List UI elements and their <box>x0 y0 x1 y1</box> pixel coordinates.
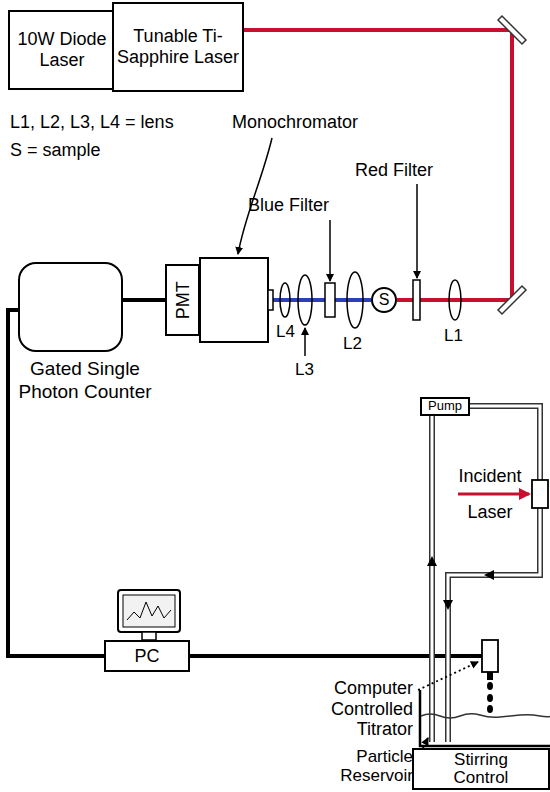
text-group: PC <box>134 646 159 667</box>
lens-label: L3 <box>295 360 325 380</box>
part-label: Red Filter <box>355 160 465 181</box>
part-label: Incident Laser <box>452 458 528 530</box>
legend-note: S = sample <box>10 140 210 161</box>
part-label: Particle Reservoir <box>318 748 413 785</box>
signal-wire <box>190 654 482 658</box>
entrance-slit <box>268 290 273 310</box>
legend-note: L1, L2, L3, L4 = lens <box>10 112 210 133</box>
leader-arrow <box>418 662 478 690</box>
box-label: Stirring Control <box>441 751 521 787</box>
monochromator <box>200 258 268 342</box>
part-label: Blue Filter <box>248 195 358 216</box>
red-filter <box>413 280 420 320</box>
beaker <box>420 690 550 746</box>
pc-box: PC <box>104 640 190 672</box>
lens <box>298 275 312 325</box>
flow-arrow <box>427 556 437 566</box>
titrator <box>482 640 498 672</box>
leader-arrow <box>329 220 331 281</box>
box-label: S <box>379 291 390 309</box>
text-group: Pump <box>428 399 462 414</box>
monitor-stand <box>142 632 156 640</box>
blue-filter <box>325 283 335 317</box>
text-group: 10W Diode Laser <box>10 29 114 70</box>
tubing-bore <box>432 406 540 742</box>
drop <box>487 694 493 702</box>
box-label: PMT <box>172 281 193 319</box>
mirror <box>498 16 526 44</box>
text-group: PMT <box>172 281 193 319</box>
box-label: Pump <box>428 399 462 414</box>
liquid-surface <box>421 714 550 718</box>
screen-trace <box>127 602 171 620</box>
mirror <box>498 286 526 314</box>
box-label: Tunable Ti-Sapphire Laser <box>114 26 242 67</box>
box-label: Gated Single Photon Counter <box>10 358 160 404</box>
tubing <box>432 406 540 742</box>
box-label: PC <box>134 646 159 667</box>
titrator-tip <box>487 672 493 680</box>
incident-laser-arrow <box>458 493 529 496</box>
lens <box>449 280 461 320</box>
signal-cable <box>123 298 165 302</box>
text-group: S <box>379 291 390 309</box>
part-label: Monochromator <box>232 112 392 133</box>
pmt-box: PMT <box>165 264 200 336</box>
drop <box>487 705 493 713</box>
lens-label: L4 <box>276 322 306 342</box>
pump-box: Pump <box>420 397 470 416</box>
laser-beam <box>244 30 512 300</box>
lens-label: L2 <box>343 334 373 354</box>
part-label: Computer Controlled Titrator <box>318 678 413 740</box>
flow-cell <box>532 480 548 508</box>
lens <box>280 283 290 317</box>
stirring-control-box: Stirring Control <box>412 748 550 790</box>
monitor-screen <box>123 595 175 627</box>
text-group: Stirring Control <box>441 751 521 787</box>
drop <box>487 682 493 690</box>
text-group: Tunable Ti-Sapphire Laser <box>114 26 242 67</box>
laser-box: Tunable Ti-Sapphire Laser <box>112 2 244 92</box>
leader-arrow <box>304 328 306 356</box>
leader-arrow <box>416 184 418 278</box>
monitor <box>118 590 180 632</box>
sample-circle: S <box>371 287 397 313</box>
flow-arrow <box>484 570 494 580</box>
box-label: 10W Diode Laser <box>10 29 114 70</box>
laser-box: 10W Diode Laser <box>8 10 116 90</box>
lens <box>347 272 363 328</box>
counter-box: Gated Single Photon Counter <box>18 262 123 352</box>
lens-label: L1 <box>444 326 474 346</box>
flow-arrow <box>443 600 453 610</box>
